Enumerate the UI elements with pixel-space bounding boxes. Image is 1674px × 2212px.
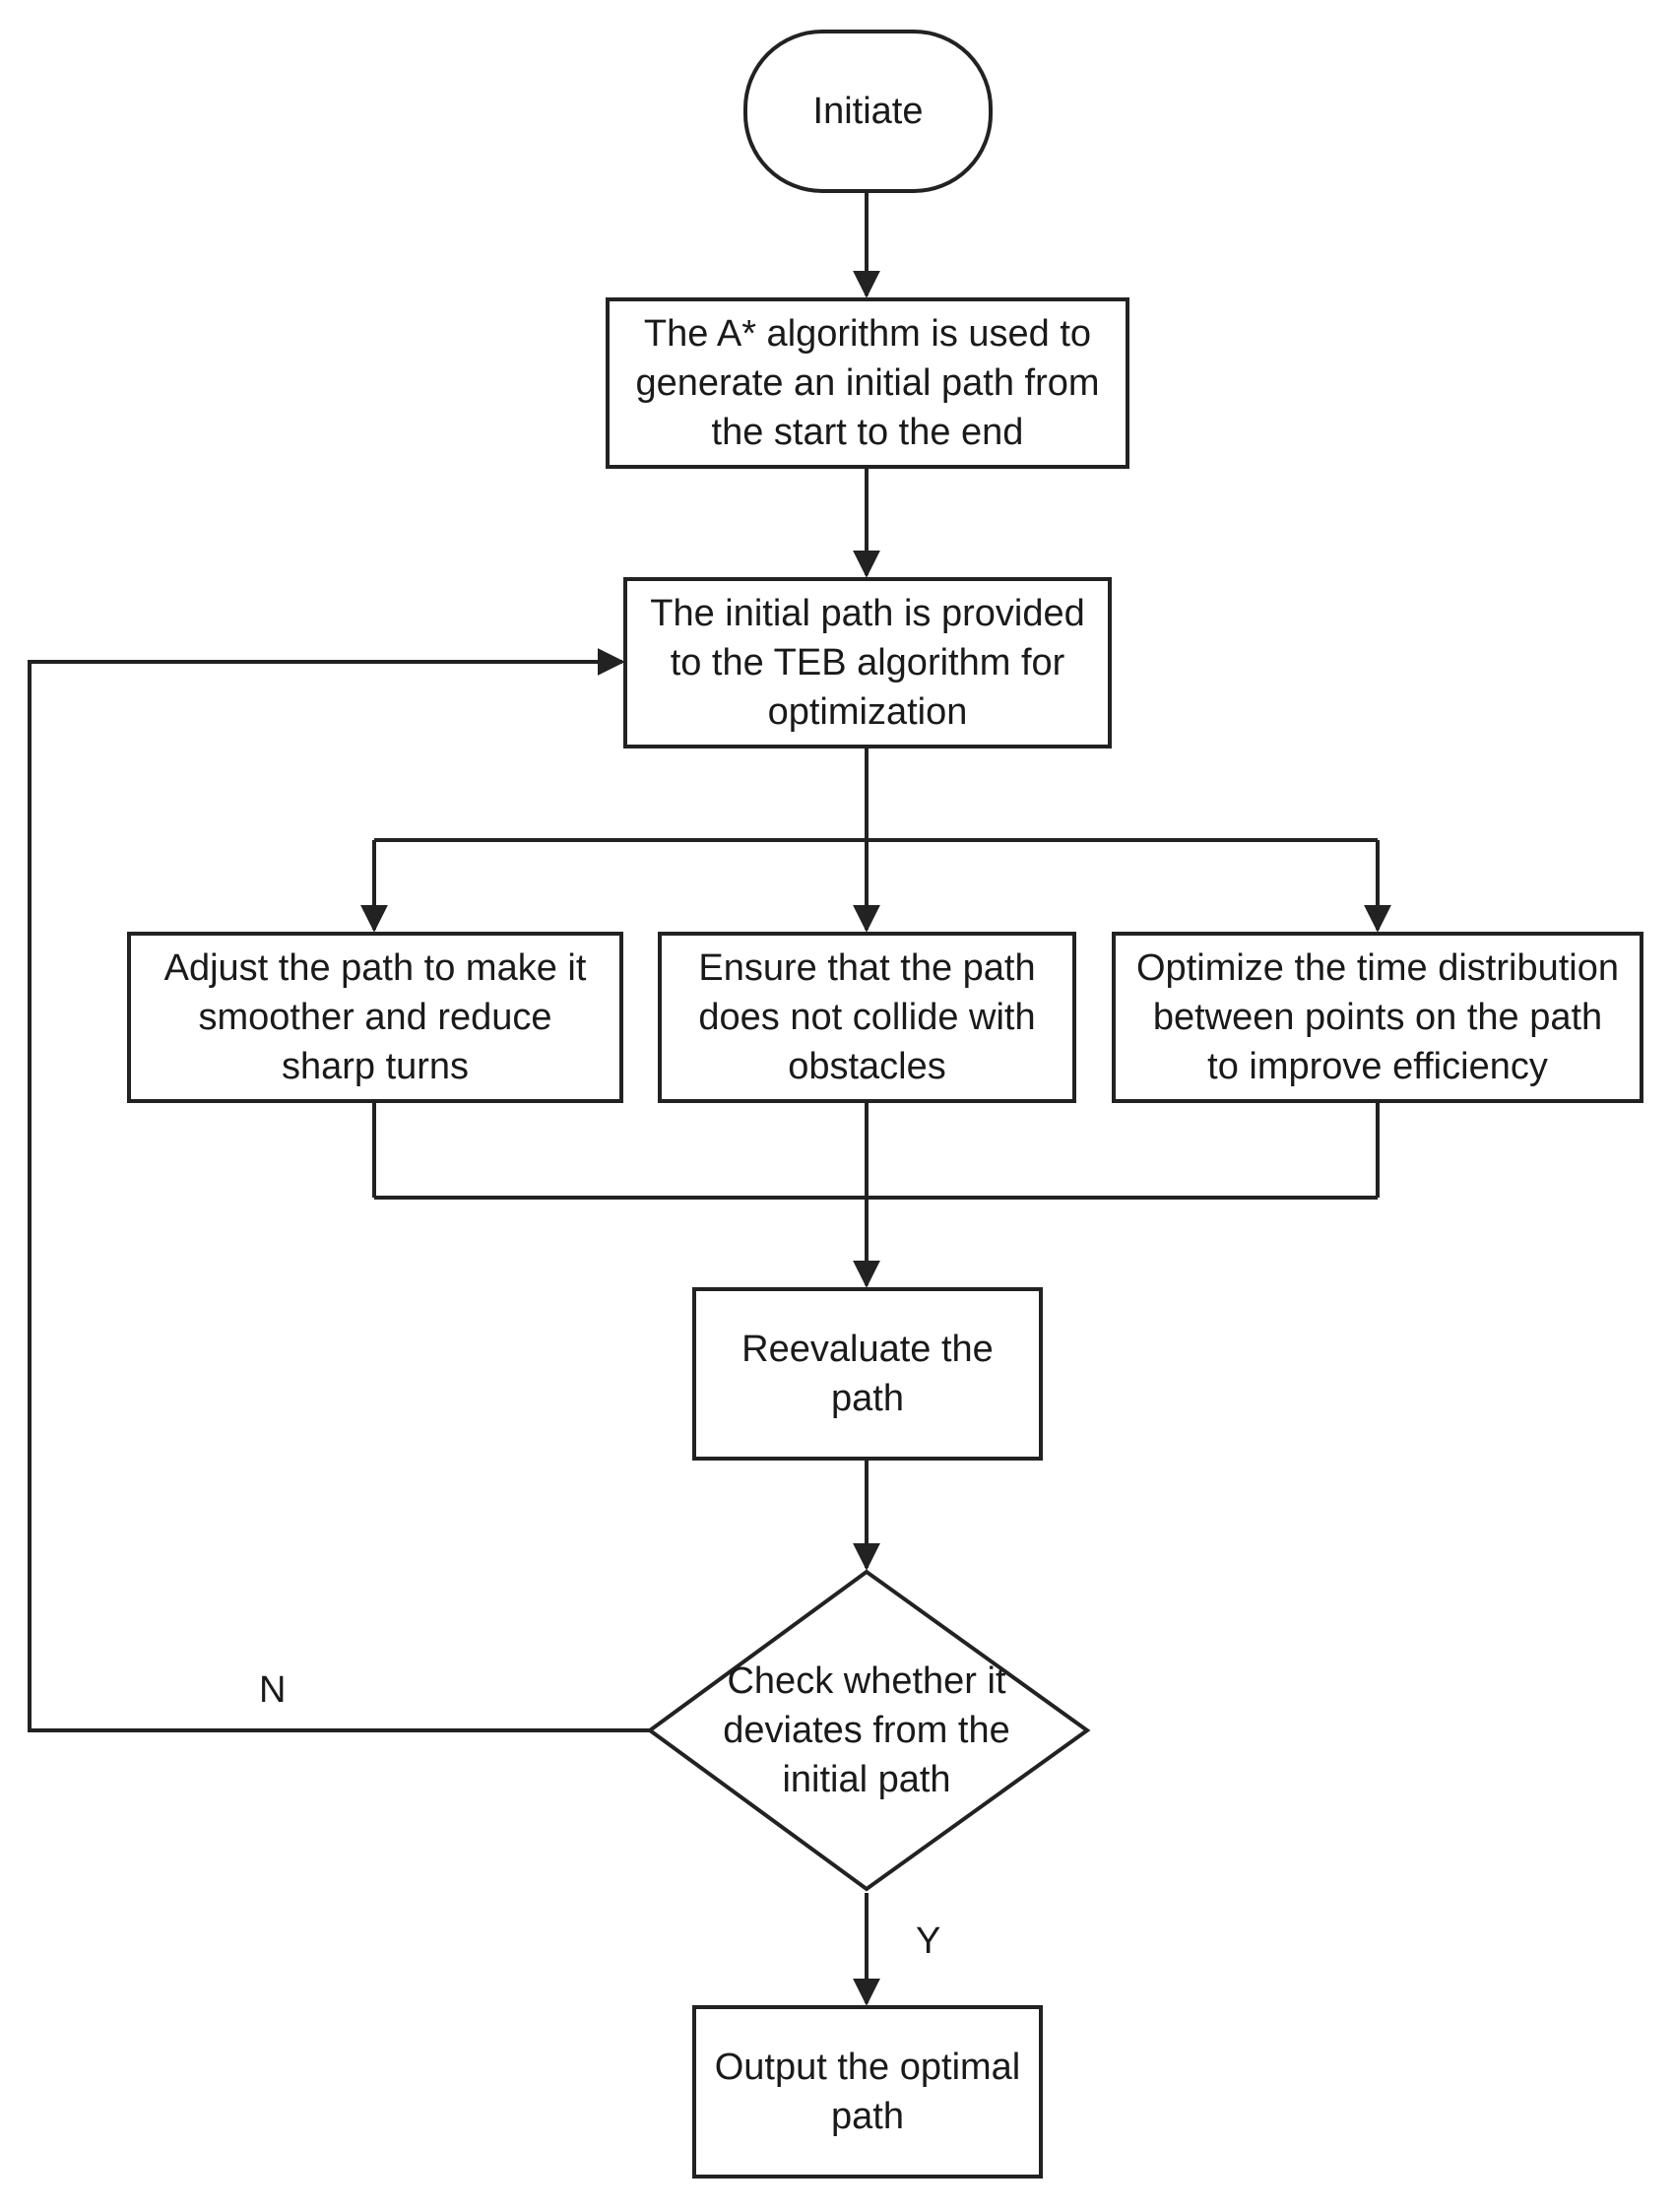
output-optimal-box: Output the optimal path — [692, 2005, 1043, 2179]
collision-check-box: Ensure that the path does not collide wi… — [658, 932, 1076, 1103]
smooth-path-label: Adjust the path to make it smoother and … — [163, 946, 587, 1088]
decision-label-area: Check whether it deviates from the initi… — [679, 1655, 1054, 1806]
time-distribution-box: Optimize the time distribution between p… — [1112, 932, 1643, 1103]
reevaluate-label: Reevaluate the path — [741, 1328, 994, 1419]
no-branch-label: N — [259, 1669, 287, 1711]
yes-branch-label: Y — [916, 1920, 941, 1962]
smooth-path-box: Adjust the path to make it smoother and … — [127, 932, 623, 1103]
decision-label: Check whether it deviates from the initi… — [723, 1659, 1010, 1801]
teb-optimization-box: The initial path is provided to the TEB … — [623, 577, 1112, 748]
time-distribution-label: Optimize the time distribution between p… — [1136, 946, 1619, 1088]
teb-optimization-label: The initial path is provided to the TEB … — [650, 592, 1085, 734]
generate-path-label: The A* algorithm is used to generate an … — [635, 312, 1100, 454]
collision-check-label: Ensure that the path does not collide wi… — [698, 946, 1036, 1088]
output-optimal-label: Output the optimal path — [714, 2046, 1021, 2137]
generate-path-box: The A* algorithm is used to generate an … — [606, 297, 1129, 469]
decision-diamond — [646, 1569, 1091, 1892]
start-label: Initiate — [812, 90, 924, 132]
reevaluate-box: Reevaluate the path — [692, 1287, 1043, 1461]
start-terminal: Initiate — [743, 30, 993, 193]
arrow-decision-no-loop — [28, 648, 650, 1732]
